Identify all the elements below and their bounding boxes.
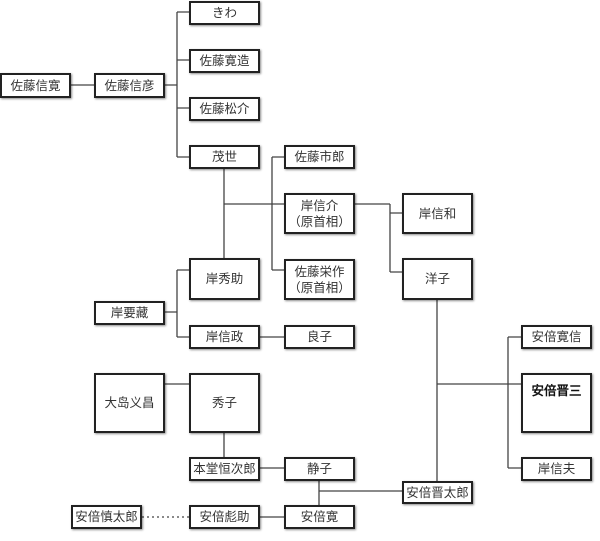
name: 静子 [306,461,332,476]
name: 佐藤寛造 [199,53,250,68]
person-sato-eisaku: 佐藤栄作（原首相） [284,259,355,300]
person-shizuko: 静子 [284,457,355,481]
name: 安倍晋太郎 [406,484,469,500]
person-abe-hikosuke: 安倍彪助 [189,505,260,529]
name: 岸秀助 [205,271,244,286]
person-sato-nobuhiro: 佐藤信寛 [0,73,71,98]
person-abe-shintaro-2: 安倍慎太郎 [71,505,142,529]
person-abe-shintaro: 安倍晋太郎 [402,481,473,504]
person-abe-shinzo: 安倍晋三 [521,373,592,433]
name: 佐藤市郎 [294,149,345,164]
person-kishi-nobusuke: 岸信介（原首相） [284,193,355,234]
person-kishi-nobukazu: 岸信和 [402,193,473,234]
name: 良子 [306,329,332,344]
person-kishi-nobumasa: 岸信政 [189,325,260,349]
name: 秀子 [211,395,237,410]
name: 佐藤信寛 [10,77,61,93]
name: 佐藤栄作 [294,263,345,279]
person-kishi-yozo: 岸要藏 [94,301,165,325]
note: （原首相） [288,213,351,229]
person-oshima-yoshimasa: 大岛义昌 [94,373,165,433]
name: 岸信政 [205,329,244,344]
name: 佐藤信彦 [104,77,155,93]
person-hideko: 秀子 [189,373,260,433]
name: 岸信夫 [537,461,576,476]
name: 岸信介 [300,197,339,213]
name: 洋子 [424,271,450,286]
name: 安倍慎太郎 [75,509,138,524]
person-sato-nobuhiko: 佐藤信彦 [94,73,165,98]
person-sato-matsusuke: 佐藤松介 [189,97,260,121]
person-kishi-hidesuke: 岸秀助 [189,258,260,300]
name: 本堂恒次郎 [193,461,256,476]
name: 大岛义昌 [104,395,155,410]
person-abe-kan: 安倍寛 [284,505,355,529]
name: 安倍彪助 [199,509,250,524]
name: 安倍寛信 [531,329,582,344]
name: 茂世 [211,149,237,164]
person-sato-kanzo: 佐藤寛造 [189,49,260,73]
name: きわ [211,5,237,20]
person-abe-hironobu: 安倍寛信 [521,325,592,349]
person-kishi-nobuo: 岸信夫 [521,457,592,481]
name: 岸要藏 [110,305,149,320]
person-hondo-tsunejiro: 本堂恒次郎 [189,457,260,481]
person-moyo: 茂世 [189,145,260,169]
person-kiwa: きわ [189,1,260,25]
note: （原首相） [288,279,351,295]
name: 安倍晋三 [531,383,582,398]
person-sato-ichiro: 佐藤市郎 [284,145,355,169]
name: 岸信和 [418,205,457,221]
name: 佐藤松介 [199,101,250,116]
person-yoko: 洋子 [402,258,473,300]
person-yoshiko: 良子 [284,325,355,349]
name: 安倍寛 [300,509,339,524]
